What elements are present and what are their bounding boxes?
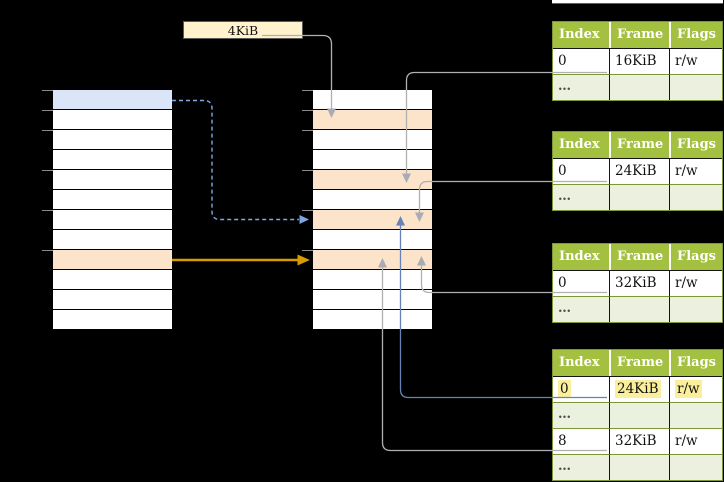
address-tick: [42, 210, 53, 211]
pt1-header-flags: Flags: [669, 22, 722, 48]
pt1-row1-flags: [669, 74, 722, 100]
memory-row-8: [53, 250, 172, 270]
memory-row-3: [313, 150, 432, 170]
memory-row-1: [313, 110, 432, 130]
memory-row-10: [313, 290, 432, 310]
pt2-header-index: Index: [553, 132, 609, 158]
pt4-row0-index: 0: [553, 376, 609, 402]
pt3-header-flags: Flags: [669, 244, 722, 270]
pt4-row2-index: 8: [553, 428, 609, 454]
arrowhead-virtual-orange-page: [297, 254, 310, 266]
pt2-row1-frame: [609, 184, 669, 210]
pt4-row2-frame: 32KiB: [609, 428, 669, 454]
pt4-row3-flags: [669, 454, 722, 480]
memory-row-9: [313, 270, 432, 290]
pt1-row1-frame: [609, 74, 669, 100]
pt1-row0-flags: r/w: [669, 48, 722, 74]
pt1-header-frame: Frame: [609, 22, 669, 48]
page-table-4: Index Frame Flags 0 24KiB r/w … 8 32KiB …: [552, 349, 723, 481]
memory-row-10: [53, 290, 172, 310]
pt4-row2-flags: r/w: [669, 428, 722, 454]
pt3-header-index: Index: [553, 244, 609, 270]
pt3-row0-frame: 32KiB: [609, 270, 669, 296]
memory-row-8: [313, 250, 432, 270]
pt3-header-frame: Frame: [609, 244, 669, 270]
address-tick: [302, 110, 313, 111]
memory-row-2: [53, 130, 172, 150]
memory-row-5: [313, 190, 432, 210]
highlighted-value: 24KiB: [615, 380, 661, 398]
memory-row-9: [53, 270, 172, 290]
memory-row-7: [53, 230, 172, 250]
pt4-row0-frame: 24KiB: [609, 376, 669, 402]
pt1-row0-frame: 16KiB: [609, 48, 669, 74]
virtual-memory-column: [52, 89, 173, 331]
address-tick: [302, 170, 313, 171]
pt1-row1-index: …: [553, 74, 609, 100]
address-tick: [42, 110, 53, 111]
address-tick: [302, 210, 313, 211]
memory-row-3: [53, 150, 172, 170]
address-tick: [42, 250, 53, 251]
pt2-row0-frame: 24KiB: [609, 158, 669, 184]
page-size-box: 4KiB: [183, 21, 303, 39]
pt2-row0-index: 0: [553, 158, 609, 184]
pt3-row0-flags: r/w: [669, 270, 722, 296]
pt3-row1-frame: [609, 296, 669, 322]
pt3-row0-index: 0: [553, 270, 609, 296]
pt1-header-index: Index: [553, 22, 609, 48]
pt2-header-flags: Flags: [669, 132, 722, 158]
physical-memory-column: [312, 89, 433, 331]
pt2-header-frame: Frame: [609, 132, 669, 158]
pt4-row1-frame: [609, 402, 669, 428]
memory-row-7: [313, 230, 432, 250]
memory-row-2: [313, 130, 432, 150]
pt2-row1-flags: [669, 184, 722, 210]
pt4-header-frame: Frame: [609, 350, 669, 376]
address-tick: [302, 130, 313, 131]
arrow-virtual-page-to-frame-24kib: [172, 99, 299, 221]
pt4-row1-flags: [669, 402, 722, 428]
address-tick: [42, 130, 53, 131]
memory-row-5: [53, 190, 172, 210]
memory-row-1: [53, 110, 172, 130]
page-table-3: Index Frame Flags 0 32KiB r/w …: [552, 243, 723, 323]
cropped-table-edge: [552, 0, 723, 4]
page-table-1: Index Frame Flags 0 16KiB r/w …: [552, 21, 723, 101]
memory-row-6: [313, 210, 432, 230]
pt4-header-flags: Flags: [669, 350, 722, 376]
address-tick: [302, 90, 313, 91]
highlighted-value: 0: [558, 380, 571, 398]
page-table-2: Index Frame Flags 0 24KiB r/w …: [552, 131, 723, 211]
address-tick: [42, 90, 53, 91]
memory-row-0: [313, 90, 432, 110]
pt1-row0-index: 0: [553, 48, 609, 74]
pt2-row0-flags: r/w: [669, 158, 722, 184]
memory-row-4: [53, 170, 172, 190]
pt3-row1-index: …: [553, 296, 609, 322]
pt4-row0-flags: r/w: [669, 376, 722, 402]
memory-row-4: [313, 170, 432, 190]
address-tick: [302, 250, 313, 251]
memory-row-11: [53, 310, 172, 330]
pt4-row3-frame: [609, 454, 669, 480]
pt4-row1-index: …: [553, 402, 609, 428]
pt3-row1-flags: [669, 296, 722, 322]
address-tick: [42, 170, 53, 171]
memory-row-0: [53, 90, 172, 110]
pt4-row3-index: …: [553, 454, 609, 480]
arrowhead-virtual-page: [299, 215, 309, 224]
memory-row-6: [53, 210, 172, 230]
pt4-header-index: Index: [553, 350, 609, 376]
pt2-row1-index: …: [553, 184, 609, 210]
highlighted-value: r/w: [675, 380, 702, 398]
memory-row-11: [313, 310, 432, 330]
